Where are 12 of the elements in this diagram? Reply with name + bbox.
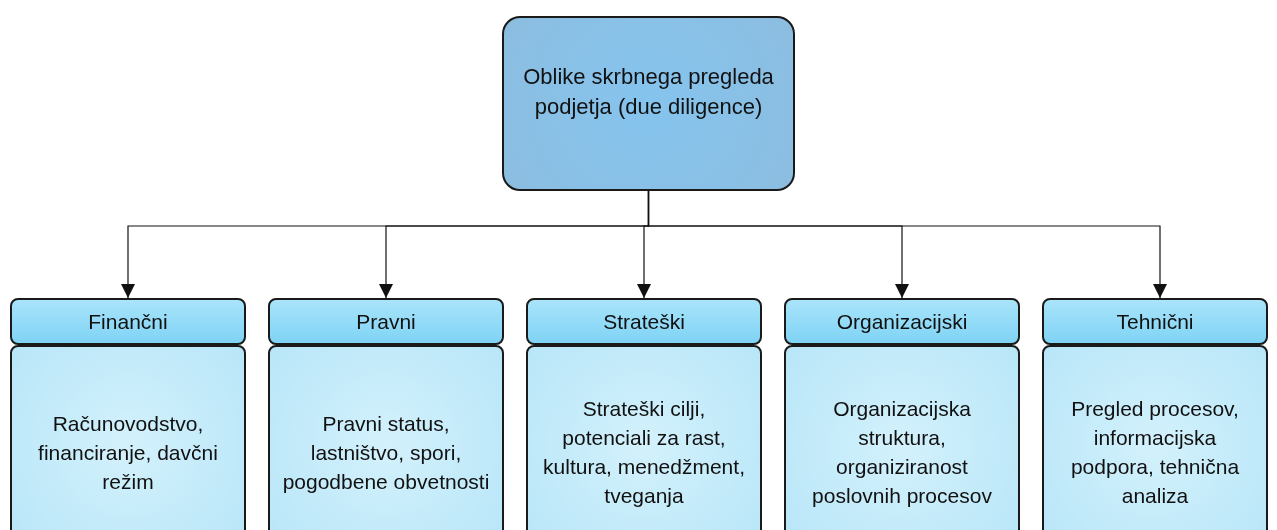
root-box: Oblike skrbnega pregleda podjetja (due diligence) [502,16,795,191]
category-header: Finančni [10,298,246,345]
arrow [647,190,1167,299]
category-description-box: Strateški cilji, potenciali za rast, kultura, menedžment, tveganja [526,345,762,530]
category-description-box: Organizacijska struktura, organiziranost poslovnih procesov [784,345,1020,530]
category-header: Organizacijski [784,298,1020,345]
category-description-box: Pravni status, lastništvo, spori, pogodbene obvetnosti [268,345,504,530]
category-description-box: Pregled procesov, informacijska podpora, tehnična analiza [1042,345,1268,530]
category-header: Pravni [268,298,504,345]
category-header: Strateški [526,298,762,345]
category-description-box: Računovodstvo, financiranje, davčni režim [10,345,246,530]
category-header: Tehnični [1042,298,1268,345]
